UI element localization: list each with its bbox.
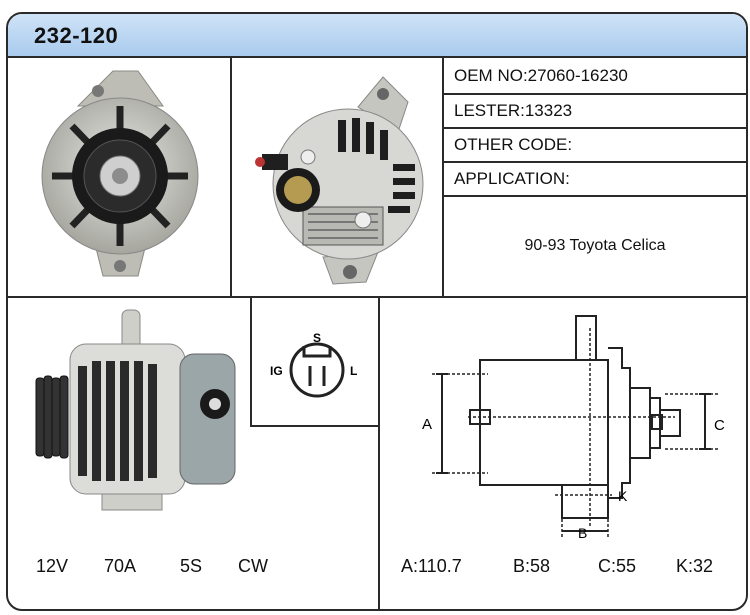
- model-number: 232-120: [34, 23, 119, 48]
- oem-number: OEM NO:27060-16230: [454, 66, 628, 85]
- application-label: APPLICATION:: [454, 169, 570, 188]
- divider: [230, 56, 232, 296]
- divider: [444, 127, 746, 129]
- dim-label-k: K: [618, 488, 628, 504]
- dim-b-value: B:58: [513, 556, 551, 576]
- application-value: 90-93 Toyota Celica: [524, 237, 666, 254]
- pin-ig-label: IG: [270, 364, 283, 378]
- divider: [8, 296, 746, 298]
- alternator-side-photo: [35, 309, 236, 511]
- pin-l-label: L: [350, 364, 357, 378]
- dim-a-value: A:110.7: [401, 556, 462, 576]
- header-bar: 232-120: [8, 14, 746, 58]
- dim-label-a: A: [422, 416, 432, 433]
- divider: [378, 296, 380, 609]
- pin-s-label: S: [313, 331, 321, 345]
- dim-k-value: K:32: [676, 556, 714, 576]
- lester-number: LESTER:13323: [454, 101, 573, 120]
- divider: [444, 195, 746, 197]
- divider: [442, 56, 444, 296]
- dimension-drawing: A C B K: [422, 315, 725, 541]
- dim-label-b: B: [578, 525, 587, 541]
- product-card: 232-120 OEM NO:27060-16230 LESTER:13323 …: [6, 12, 748, 611]
- spec-voltage: 12V: [36, 556, 69, 576]
- divider: [250, 425, 378, 427]
- dim-label-c: C: [714, 417, 725, 434]
- spec-pulley: 5S: [180, 556, 203, 576]
- alternator-rear-photo: [255, 76, 424, 285]
- divider: [250, 296, 252, 426]
- divider: [444, 161, 746, 163]
- spec-rotation: CW: [238, 556, 268, 576]
- alternator-front-photo: [41, 70, 199, 277]
- dim-c-value: C:55: [598, 556, 637, 576]
- divider: [444, 93, 746, 95]
- connector-plug-diagram: S IG L: [270, 331, 357, 398]
- other-code: OTHER CODE:: [454, 135, 573, 154]
- spec-amperage: 70A: [104, 556, 137, 576]
